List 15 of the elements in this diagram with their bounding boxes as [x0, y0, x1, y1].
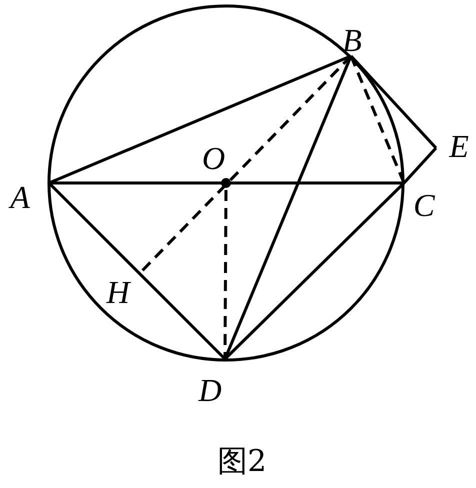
point-label: O	[202, 142, 226, 174]
point-label: B	[342, 24, 362, 56]
line-segment	[350, 54, 438, 150]
line-segment	[48, 182, 226, 360]
figure-caption: 图2	[217, 446, 267, 478]
point-label: H	[106, 276, 130, 308]
line-segment	[224, 182, 406, 360]
line-segment	[402, 146, 438, 184]
point-label: E	[449, 130, 469, 162]
point-label: A	[10, 181, 30, 213]
line-segment	[49, 182, 404, 184]
point-label: D	[198, 374, 222, 406]
point-label: C	[413, 189, 435, 221]
line-segment	[48, 54, 352, 184]
dashed-segment	[224, 190, 228, 359]
